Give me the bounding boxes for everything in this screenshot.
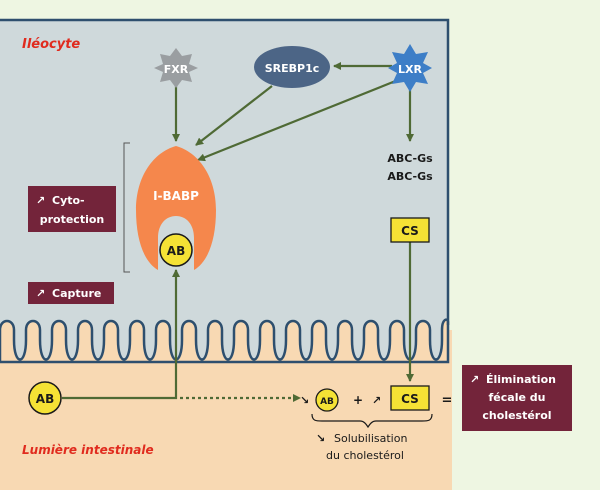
lumen-ab-small-circle — [315, 388, 339, 412]
ab-bound-circle — [159, 233, 193, 267]
cytoprotection-up-icon: ↗ — [36, 194, 45, 207]
ibabp-label: I-BABP — [153, 189, 199, 203]
fxr-node: FXR — [154, 48, 198, 88]
lumen-cs-label: CS — [401, 392, 419, 406]
abcg-label-1: ABC-Gs — [387, 152, 433, 165]
elimination-line3: cholestérol — [482, 409, 551, 422]
cytoprotection-box: ↗ Cyto- protection — [28, 186, 116, 232]
lumen-ab-circle — [28, 381, 62, 415]
capture-rect — [28, 282, 114, 304]
brush-border-membrane — [0, 318, 450, 364]
equals-sign: = — [442, 393, 453, 408]
fxr-label: FXR — [164, 63, 189, 76]
capture-box: ↗ Capture — [28, 282, 114, 304]
srebp-ellipse — [254, 46, 330, 88]
ibabp-node: I-BABP AB — [136, 146, 216, 270]
lumen-ab-node: AB — [28, 381, 62, 415]
arrow-lxr-ibabp — [197, 78, 399, 162]
cs-cell-node: CS — [390, 217, 430, 243]
fxr-star-shape — [154, 48, 198, 88]
solubilisation-line1: Solubilisation — [334, 432, 407, 445]
down-arrow-ab-icon: ↘ — [300, 394, 309, 407]
solubilisation-line2: du cholestérol — [326, 449, 404, 462]
abcg-label-2: ABC-Gs — [387, 170, 433, 183]
lumen-cs-node: CS — [390, 385, 430, 411]
elimination-up-icon: ↗ — [470, 373, 479, 386]
lumen-ab-small-node: AB — [315, 388, 339, 412]
lumen-cs-rect — [390, 385, 430, 411]
cytoprotection-line1: Cyto- — [52, 194, 85, 207]
elimination-box: ↗ Élimination fécale du cholestérol — [462, 365, 572, 431]
up-arrow-cs-icon: ↗ — [372, 394, 381, 407]
srebp-label: SREBP1c — [265, 62, 320, 75]
srebp-node: SREBP1c — [254, 46, 330, 88]
effect-bracket — [123, 142, 130, 273]
ibabp-shape — [136, 146, 216, 270]
arrow-ab-to-ibabp — [62, 269, 180, 400]
cell-membrane-outline — [0, 18, 450, 325]
capture-up-icon: ↗ — [36, 287, 45, 300]
elimination-rect — [462, 365, 572, 431]
cell-label: Iléocyte — [22, 37, 80, 52]
cs-cell-label: CS — [401, 224, 419, 238]
lxr-label: LXR — [398, 63, 422, 76]
cytoprotection-rect — [28, 186, 116, 232]
cytoprotection-line2: protection — [40, 213, 105, 226]
solubilisation-down-icon: ↘ — [316, 432, 325, 445]
arrow-srebp-ibabp — [195, 85, 273, 146]
lxr-star-shape — [388, 44, 432, 92]
arrows — [62, 62, 414, 402]
cs-cell-rect — [390, 217, 430, 243]
plus-sign: + — [353, 393, 363, 407]
ab-bound-label: AB — [167, 244, 185, 258]
lxr-node: LXR — [388, 44, 432, 92]
elimination-line1: Élimination — [486, 373, 556, 386]
lumen-label: Lumière intestinale — [22, 443, 154, 457]
elimination-line2: fécale du — [489, 391, 546, 404]
solubilisation-brace — [311, 413, 433, 429]
capture-label: Capture — [52, 287, 101, 300]
lumen-ab-small-label: AB — [320, 397, 334, 407]
lumen-ab-label: AB — [36, 392, 54, 406]
